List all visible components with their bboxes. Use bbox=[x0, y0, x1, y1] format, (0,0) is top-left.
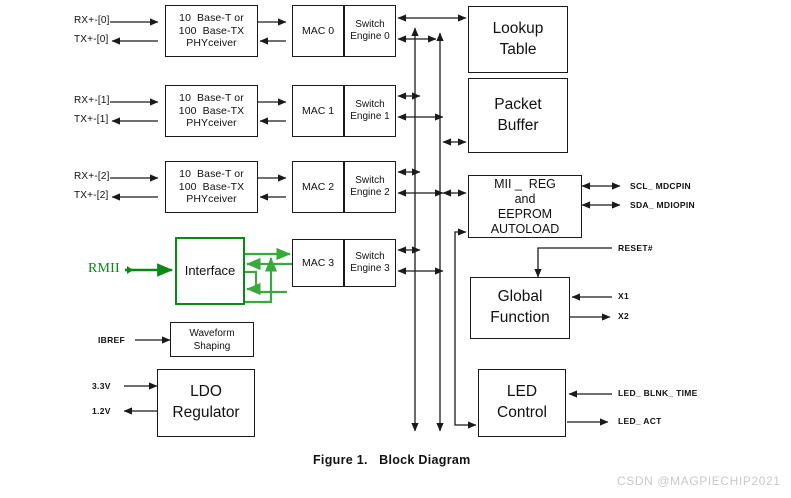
switch-engine-block-3[interactable]: Switch Engine 3 bbox=[344, 239, 396, 287]
mac-block-2[interactable]: MAC 2 bbox=[292, 161, 344, 213]
global-function-block[interactable]: Global Function bbox=[470, 277, 570, 339]
connector-lines bbox=[110, 14, 621, 432]
mac-block-1[interactable]: MAC 1 bbox=[292, 85, 344, 137]
port-label-rx1: RX+-[1] bbox=[74, 95, 110, 106]
port-label-x2: X2 bbox=[618, 311, 629, 321]
mac2-label: MAC 2 bbox=[301, 180, 335, 193]
packet-buffer-block[interactable]: Packet Buffer bbox=[468, 78, 568, 153]
se3-line2: Engine 3 bbox=[350, 263, 390, 274]
mii-reg-eeprom-block[interactable]: MII _ REG and EEPROM AUTOLOAD bbox=[468, 175, 582, 238]
phy1-line1: 10 Base-T or bbox=[179, 92, 244, 105]
ldo-line2: Regulator bbox=[172, 404, 240, 421]
packet-line1: Packet bbox=[494, 95, 542, 113]
waveform-shaping-block[interactable]: Waveform Shaping bbox=[170, 322, 254, 357]
phy0-line3: PHYceiver bbox=[186, 37, 237, 50]
phy1-line2: 100 Base-TX bbox=[178, 104, 245, 117]
led-line1: LED bbox=[506, 383, 538, 401]
lookup-line2: Table bbox=[499, 40, 537, 58]
rmii-interface-block[interactable]: Interface bbox=[175, 237, 245, 305]
port-label-tx2: TX+-[2] bbox=[74, 190, 109, 201]
mac1-label: MAC 1 bbox=[301, 104, 335, 117]
led-control-block[interactable]: LED Control bbox=[478, 369, 566, 437]
port-label-1v2: 1.2V bbox=[92, 406, 111, 416]
se0-line2: Engine 0 bbox=[350, 31, 390, 42]
port-label-scl-mdcpin: SCL_ MDCPIN bbox=[630, 181, 691, 191]
watermark-text: CSDN @MAGPIECHIP2021 bbox=[617, 474, 781, 488]
mii-line1: MII _ REG bbox=[494, 176, 556, 191]
phy2-line1: 10 Base-T or bbox=[179, 168, 244, 181]
phy-block-0[interactable]: 10 Base-T or 100 Base-TX PHYceiver bbox=[165, 5, 258, 57]
se1-line2: Engine 1 bbox=[350, 111, 390, 122]
se3-line1: Switch bbox=[355, 250, 385, 262]
phy2-line3: PHYceiver bbox=[186, 193, 237, 206]
mii-line2: and bbox=[514, 191, 536, 206]
switch-engine-block-2[interactable]: Switch Engine 2 bbox=[344, 161, 396, 213]
port-label-rmii: RMII bbox=[88, 261, 120, 276]
waveform-line2: Shaping bbox=[193, 340, 231, 352]
mii-line3: EEPROM bbox=[497, 206, 553, 221]
port-label-tx0: TX+-[0] bbox=[74, 34, 109, 45]
lookup-table-block[interactable]: Lookup Table bbox=[468, 6, 568, 73]
phy0-line2: 100 Base-TX bbox=[178, 24, 245, 37]
ldo-regulator-block[interactable]: LDO Regulator bbox=[157, 369, 255, 437]
port-label-sda-mdiopin: SDA_ MDIOPIN bbox=[630, 200, 695, 210]
port-label-led-act: LED_ ACT bbox=[618, 416, 662, 426]
led-line2: Control bbox=[497, 404, 547, 421]
packet-line2: Buffer bbox=[497, 116, 539, 134]
port-label-rx0: RX+-[0] bbox=[74, 15, 110, 26]
ldo-line1: LDO bbox=[190, 383, 222, 401]
port-label-3v3: 3.3V bbox=[92, 381, 111, 391]
lookup-line1: Lookup bbox=[492, 19, 544, 37]
mac0-label: MAC 0 bbox=[301, 24, 335, 37]
mac-block-0[interactable]: MAC 0 bbox=[292, 5, 344, 57]
global-line2: Function bbox=[490, 309, 550, 326]
port-label-x1: X1 bbox=[618, 291, 629, 301]
waveform-line1: Waveform bbox=[189, 327, 235, 339]
switch-engine-block-0[interactable]: Switch Engine 0 bbox=[344, 5, 396, 57]
phy2-line2: 100 Base-TX bbox=[178, 180, 245, 193]
interface-label: Interface bbox=[184, 263, 236, 279]
phy0-line1: 10 Base-T or bbox=[179, 12, 244, 25]
switch-engine-block-1[interactable]: Switch Engine 1 bbox=[344, 85, 396, 137]
mii-line4: AUTOLOAD bbox=[490, 221, 560, 236]
phy-block-1[interactable]: 10 Base-T or 100 Base-TX PHYceiver bbox=[165, 85, 258, 137]
phy1-line3: PHYceiver bbox=[186, 117, 237, 130]
se2-line1: Switch bbox=[355, 174, 385, 186]
se1-line1: Switch bbox=[355, 98, 385, 110]
mac-block-3[interactable]: MAC 3 bbox=[292, 239, 344, 287]
figure-caption: Figure 1. Block Diagram bbox=[313, 453, 471, 467]
rmii-green-connectors bbox=[125, 247, 292, 304]
phy-block-2[interactable]: 10 Base-T or 100 Base-TX PHYceiver bbox=[165, 161, 258, 213]
port-label-led-blnk-time: LED_ BLNK_ TIME bbox=[618, 388, 698, 398]
mac3-label: MAC 3 bbox=[301, 256, 335, 269]
se2-line2: Engine 2 bbox=[350, 187, 390, 198]
global-line1: Global bbox=[497, 288, 543, 306]
se0-line1: Switch bbox=[355, 18, 385, 30]
port-label-reset: RESET# bbox=[618, 243, 653, 253]
port-label-tx1: TX+-[1] bbox=[74, 114, 109, 125]
port-label-rx2: RX+-[2] bbox=[74, 171, 110, 182]
port-label-ibref: IBREF bbox=[98, 335, 125, 345]
